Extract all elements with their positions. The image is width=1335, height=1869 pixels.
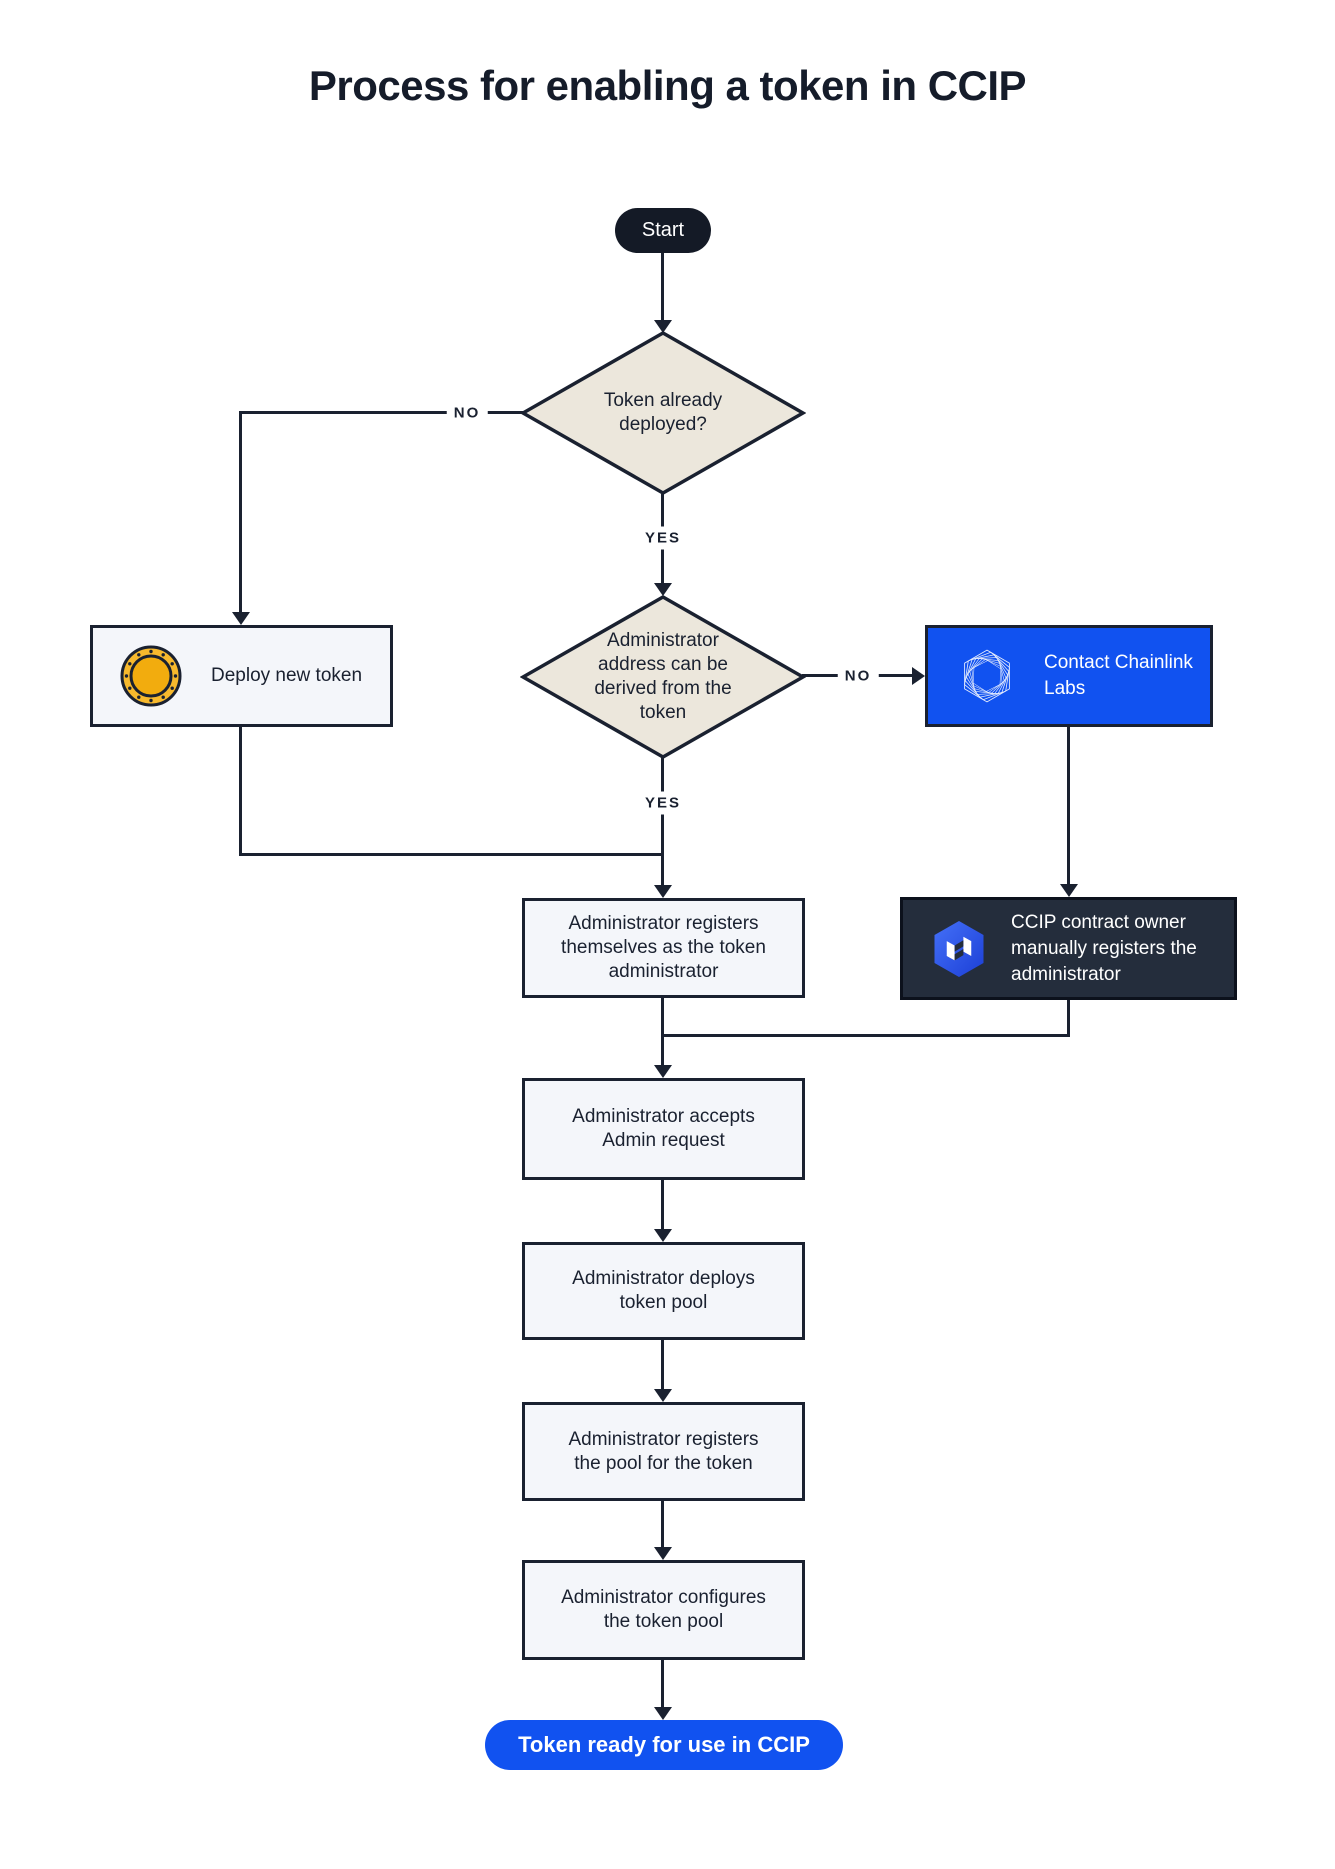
edge-decision1-no xyxy=(240,411,523,414)
arrowhead-admin-registers-pool xyxy=(654,1389,672,1402)
admin-registers-pool-node: Administrator registers the pool for the… xyxy=(522,1402,805,1501)
edge-deploy-down xyxy=(239,727,242,856)
contact-chainlink-label: Contact Chainlink Labs xyxy=(1044,652,1193,699)
arrowhead-admin-configures xyxy=(654,1547,672,1560)
token-ready-label: Token ready for use in CCIP xyxy=(518,1732,810,1757)
edge-contact-to-ccip xyxy=(1067,727,1070,887)
admin-registers-pool-label: Administrator registers the pool for the… xyxy=(568,1428,759,1474)
arrowhead-admin-accepts xyxy=(654,1065,672,1078)
edge-ccip-merge xyxy=(661,1034,1070,1037)
arrowhead-decision1 xyxy=(654,320,672,333)
edge-decision2-yes xyxy=(661,757,664,887)
decision-token-deployed-shape xyxy=(520,330,806,496)
branch-label-no-2: NO xyxy=(837,664,879,688)
ccip-owner-registers-label: CCIP contract owner manually registers t… xyxy=(1011,911,1197,985)
token-ready-node: Token ready for use in CCIP xyxy=(485,1720,843,1770)
ccip-owner-registers-node: CCIP contract owner manually registers t… xyxy=(900,897,1237,1000)
branch-label-no-1: NO xyxy=(446,401,488,425)
start-label: Start xyxy=(641,219,685,241)
edge-decision1-no-down xyxy=(239,411,242,613)
diagram-title: Process for enabling a token in CCIP xyxy=(308,62,1027,109)
branch-label-yes-1: YES xyxy=(637,526,689,550)
arrowhead-decision2 xyxy=(654,583,672,596)
edge-box2-box3 xyxy=(661,1180,664,1230)
arrowhead-admin-registers xyxy=(654,885,672,898)
edge-box4-box5 xyxy=(661,1501,664,1548)
admin-accepts-label: Administrator accepts Admin request xyxy=(572,1106,755,1151)
edge-deploy-merge xyxy=(239,853,663,856)
arrowhead-deploy-token xyxy=(232,612,250,625)
edge-box5-end xyxy=(661,1660,664,1708)
decision-token-deployed-label: Token already deployed? xyxy=(603,390,723,435)
edge-box3-box4 xyxy=(661,1340,664,1390)
admin-accepts-node: Administrator accepts Admin request xyxy=(522,1078,805,1180)
admin-registers-self-node: Administrator registers themselves as th… xyxy=(522,898,805,998)
admin-deploys-pool-node: Administrator deploys token pool xyxy=(522,1242,805,1340)
deploy-new-token-label: Deploy new token xyxy=(211,665,363,686)
branch-label-yes-2: YES xyxy=(637,791,689,815)
edge-start-to-decision1 xyxy=(661,253,664,323)
arrowhead-admin-deploys xyxy=(654,1229,672,1242)
deploy-new-token-node: Deploy new token xyxy=(90,625,393,727)
ccip-icon xyxy=(934,920,984,977)
coin-icon xyxy=(120,645,182,707)
start-node: Start xyxy=(615,208,711,253)
chainlink-labs-icon xyxy=(961,648,1013,704)
arrowhead-contact-chainlink xyxy=(912,667,925,685)
arrowhead-ccip-box xyxy=(1060,884,1078,897)
admin-configures-pool-node: Administrator configures the token pool xyxy=(522,1560,805,1660)
arrowhead-token-ready xyxy=(654,1707,672,1720)
decision-admin-derived-label: Administrator address can be derived fro… xyxy=(594,630,732,723)
admin-deploys-pool-label: Administrator deploys token pool xyxy=(572,1268,755,1313)
edge-ccip-down xyxy=(1067,1000,1070,1037)
admin-configures-pool-label: Administrator configures the token pool xyxy=(561,1587,766,1632)
edge-box1-box2 xyxy=(661,998,664,1066)
admin-registers-self-label: Administrator registers themselves as th… xyxy=(561,913,766,982)
contact-chainlink-node: Contact Chainlink Labs xyxy=(925,625,1213,727)
